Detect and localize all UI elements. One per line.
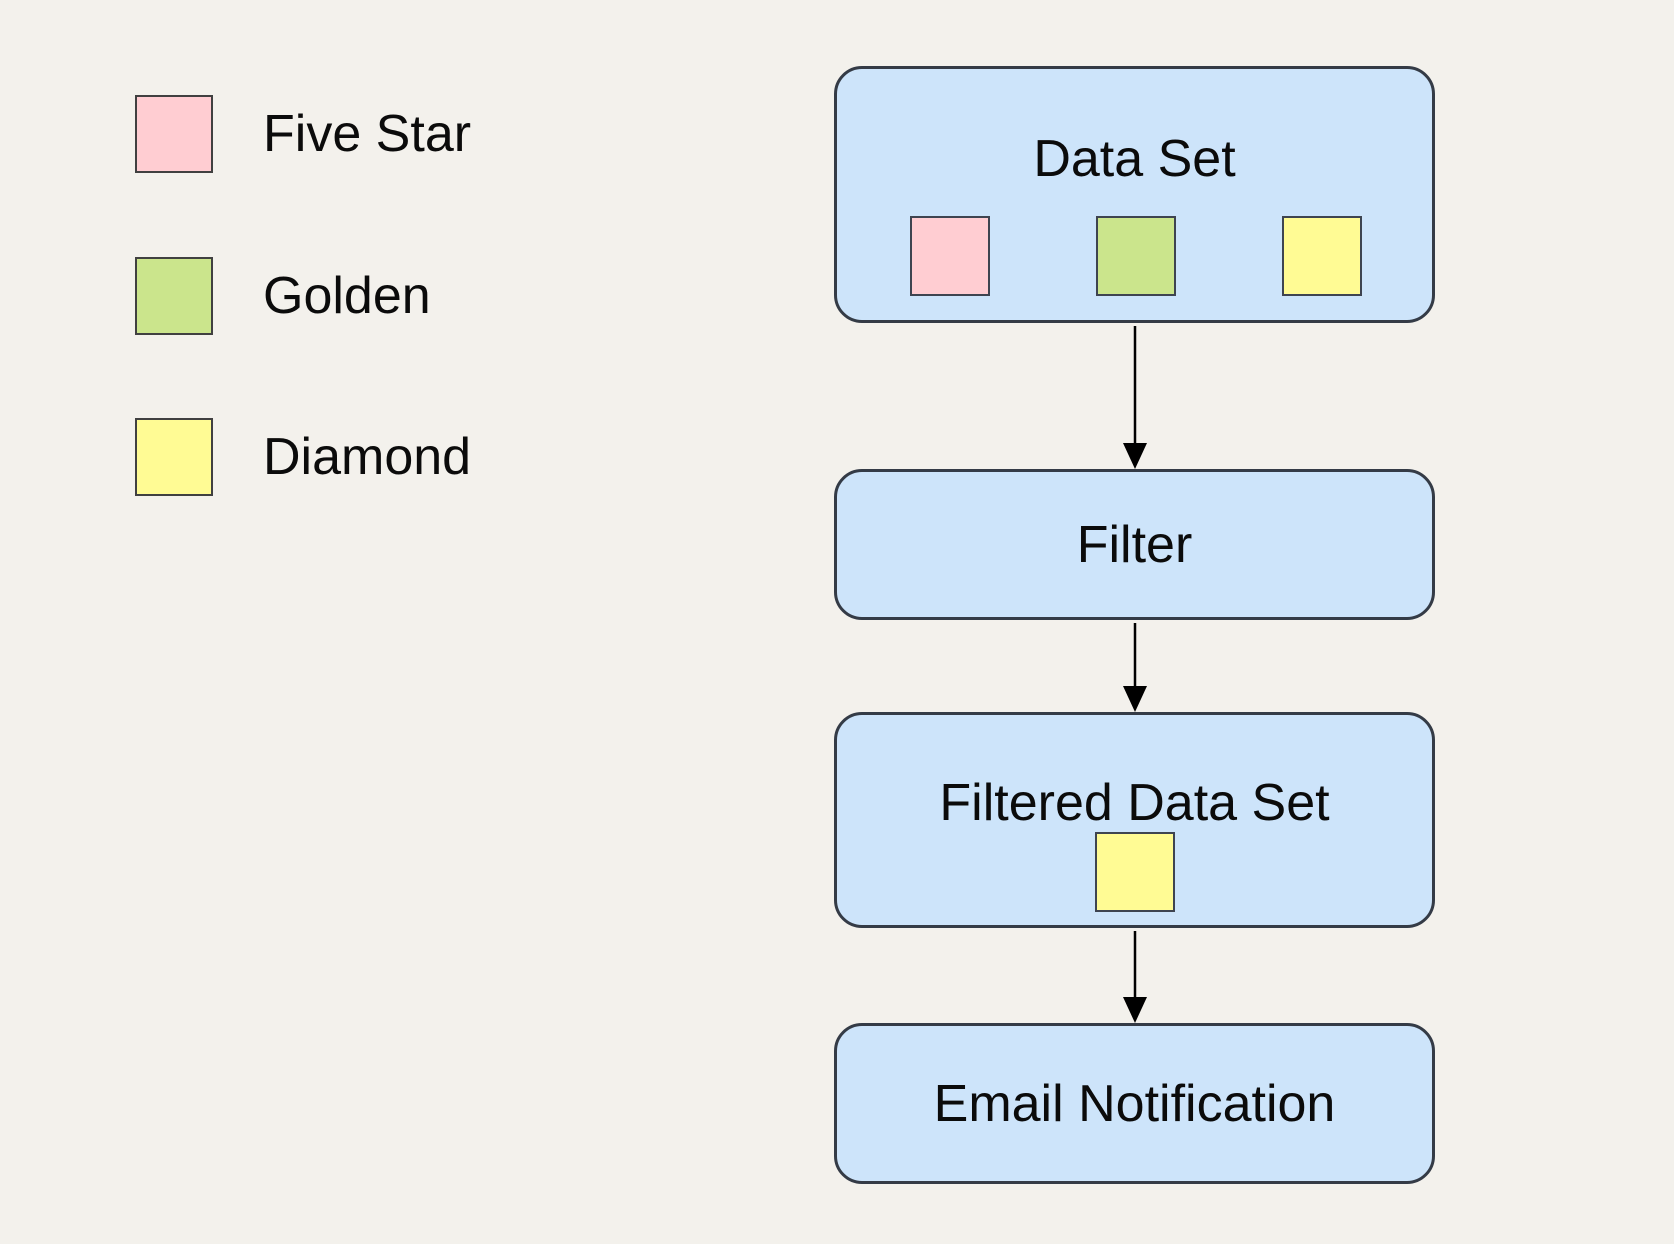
node-filter-title: Filter [1076, 515, 1193, 574]
node-data-set-title: Data Set [1033, 130, 1236, 188]
swatch-golden-in-data-set [1096, 216, 1176, 296]
node-filtered-data-set-title: Filtered Data Set [939, 774, 1330, 832]
arrow-data-set-to-filter [1123, 326, 1147, 469]
node-email-notification: Email Notification [834, 1023, 1435, 1184]
legend-swatch-diamond [135, 418, 213, 496]
legend-swatch-golden [135, 257, 213, 335]
legend-label-diamond: Diamond [263, 428, 472, 486]
legend-label-five-star: Five Star [263, 105, 472, 163]
swatch-five-star-in-data-set [910, 216, 990, 296]
legend-swatch-five-star [135, 95, 213, 173]
node-data-set: Data Set [834, 66, 1435, 323]
legend-label-golden: Golden [263, 267, 431, 325]
arrow-filtered-data-set-to-email-notification [1123, 931, 1147, 1023]
node-filter: Filter [834, 469, 1435, 620]
node-filtered-data-set: Filtered Data Set [834, 712, 1435, 928]
arrow-filter-to-filtered-data-set [1123, 623, 1147, 712]
swatch-diamond-in-data-set [1282, 216, 1362, 296]
node-email-notification-title: Email Notification [933, 1074, 1336, 1133]
swatch-diamond-in-filtered-data-set [1095, 832, 1175, 912]
